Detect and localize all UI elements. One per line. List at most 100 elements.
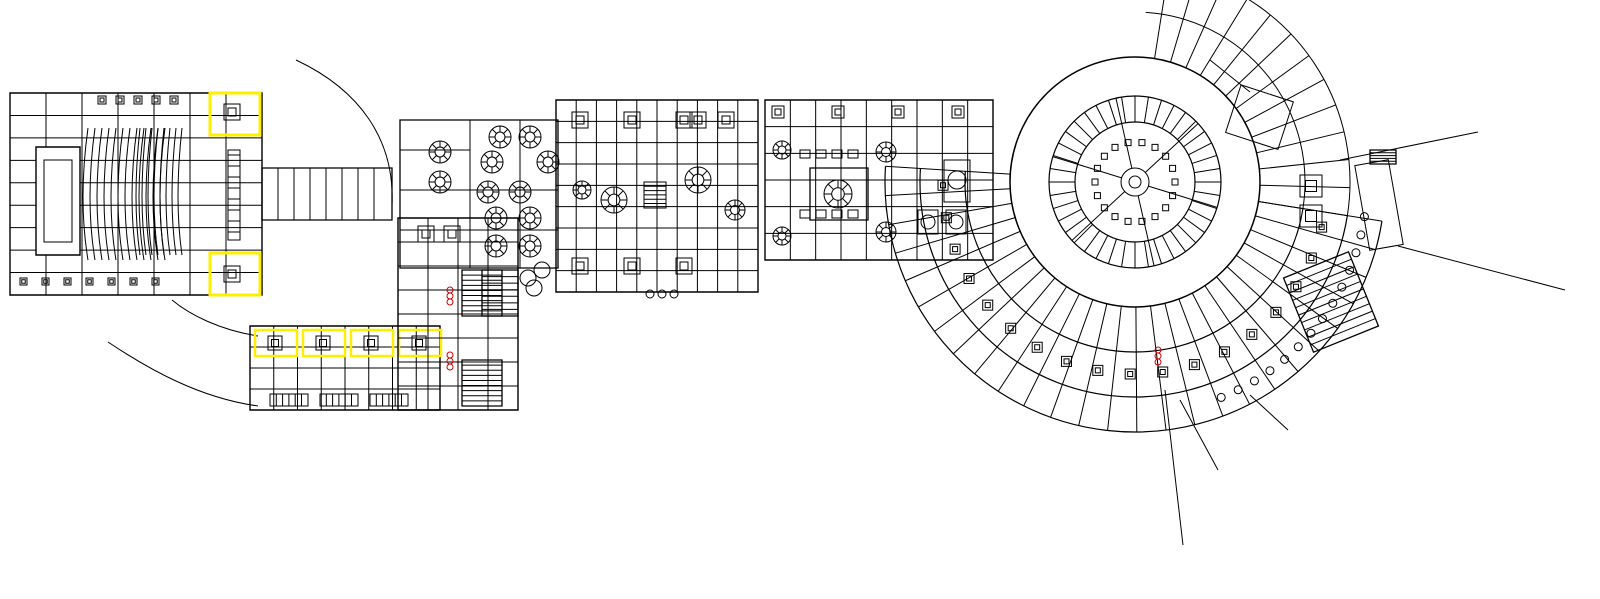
seating-row bbox=[83, 128, 88, 260]
round-table bbox=[1352, 249, 1360, 257]
stair-tread bbox=[1296, 281, 1361, 307]
desk-fixture bbox=[116, 96, 124, 104]
table-seat bbox=[585, 184, 589, 188]
stair-core bbox=[398, 218, 550, 410]
table-seat bbox=[488, 238, 492, 242]
table-seat bbox=[879, 145, 883, 149]
radial-partition bbox=[1245, 79, 1324, 122]
door-swing bbox=[447, 358, 453, 364]
radial-seat bbox=[1177, 121, 1195, 139]
desk-fixture bbox=[1095, 368, 1100, 373]
stage bbox=[36, 147, 80, 255]
table-seat bbox=[522, 238, 526, 242]
desk-fixture bbox=[967, 276, 972, 281]
round-table bbox=[491, 241, 501, 251]
outer-ring bbox=[1188, 0, 1350, 216]
desk-fixture bbox=[170, 96, 178, 104]
radial-seat bbox=[1050, 191, 1076, 195]
desk-fixture bbox=[416, 340, 423, 347]
seating-row bbox=[125, 128, 130, 260]
seating-row bbox=[104, 128, 109, 260]
site-line bbox=[1180, 400, 1218, 470]
table-seat bbox=[534, 222, 538, 226]
rotunda-ring bbox=[1075, 122, 1195, 242]
table-seat bbox=[522, 141, 526, 145]
seat-block bbox=[1170, 165, 1176, 171]
round-table bbox=[949, 215, 963, 229]
radial-partition bbox=[1255, 216, 1375, 250]
table-seat bbox=[496, 154, 500, 158]
bridge-corridor bbox=[262, 168, 392, 220]
table-seat bbox=[776, 153, 780, 157]
table-seat bbox=[785, 230, 789, 234]
radial-partition bbox=[1171, 0, 1197, 62]
radial-seat bbox=[1065, 131, 1086, 146]
table-seat bbox=[524, 184, 528, 188]
desk-fixture bbox=[624, 112, 640, 128]
door-swing bbox=[646, 290, 654, 298]
lounge-wing bbox=[400, 120, 559, 268]
desk-fixture bbox=[772, 106, 784, 118]
desk-fixture bbox=[718, 112, 734, 128]
radial-partition bbox=[1186, 0, 1223, 68]
desk-fixture bbox=[572, 112, 588, 128]
table-seat bbox=[480, 184, 484, 188]
table-seat bbox=[728, 203, 732, 207]
desk-fixture bbox=[418, 226, 434, 242]
radial-seat bbox=[1170, 112, 1185, 133]
seat-block bbox=[1163, 153, 1169, 159]
round-table bbox=[921, 215, 935, 229]
radial-partition bbox=[1165, 303, 1195, 424]
desk-fixture bbox=[422, 230, 430, 238]
round-table bbox=[525, 213, 535, 223]
desk-fixture bbox=[680, 116, 688, 124]
desk-fixture bbox=[941, 213, 951, 223]
table-seat bbox=[776, 144, 780, 148]
table-seat bbox=[432, 144, 436, 148]
site-line bbox=[1398, 246, 1565, 290]
highlight-room bbox=[210, 93, 260, 135]
radial-partition bbox=[1136, 307, 1137, 432]
stair-outline bbox=[1370, 150, 1396, 164]
table-seat bbox=[480, 196, 484, 200]
desk-fixture bbox=[676, 258, 692, 274]
chair bbox=[848, 210, 858, 218]
desk-fixture bbox=[694, 116, 702, 124]
desk-fixture bbox=[985, 303, 990, 308]
rotunda-core bbox=[1121, 168, 1149, 196]
radial-partition bbox=[1259, 160, 1349, 169]
round-table bbox=[1357, 231, 1365, 239]
table-seat bbox=[488, 222, 492, 226]
desk-fixture bbox=[835, 109, 841, 115]
door-swing bbox=[447, 352, 453, 358]
radial-aisle bbox=[1072, 192, 1125, 241]
stair-tread bbox=[1293, 274, 1358, 300]
table-seat bbox=[444, 156, 448, 160]
desk-fixture bbox=[1125, 369, 1135, 379]
desk-fixture bbox=[690, 112, 706, 128]
radial-seat bbox=[1053, 155, 1078, 163]
round-table bbox=[832, 188, 845, 201]
lounge-pod bbox=[944, 160, 970, 202]
desk-fixture bbox=[22, 280, 26, 284]
desk-fixture bbox=[1293, 284, 1298, 289]
radial-seat bbox=[1058, 143, 1081, 155]
radial-partition bbox=[1024, 294, 1080, 406]
door-swing bbox=[447, 299, 453, 305]
desk-fixture bbox=[134, 96, 142, 104]
table-seat bbox=[738, 203, 742, 207]
radial-seat bbox=[1154, 100, 1162, 125]
table-seat bbox=[504, 129, 508, 133]
stair-tread bbox=[1305, 304, 1370, 330]
radial-seat bbox=[1122, 241, 1126, 267]
desk-fixture bbox=[1192, 362, 1197, 367]
highlight-room bbox=[399, 330, 441, 356]
desk-fixture bbox=[320, 340, 327, 347]
table-seat bbox=[492, 129, 496, 133]
seating-row bbox=[172, 128, 176, 255]
table-seat bbox=[605, 191, 610, 196]
radial-seat bbox=[1108, 100, 1116, 125]
radial-seat bbox=[1144, 97, 1148, 123]
lounge-pod bbox=[918, 210, 938, 234]
